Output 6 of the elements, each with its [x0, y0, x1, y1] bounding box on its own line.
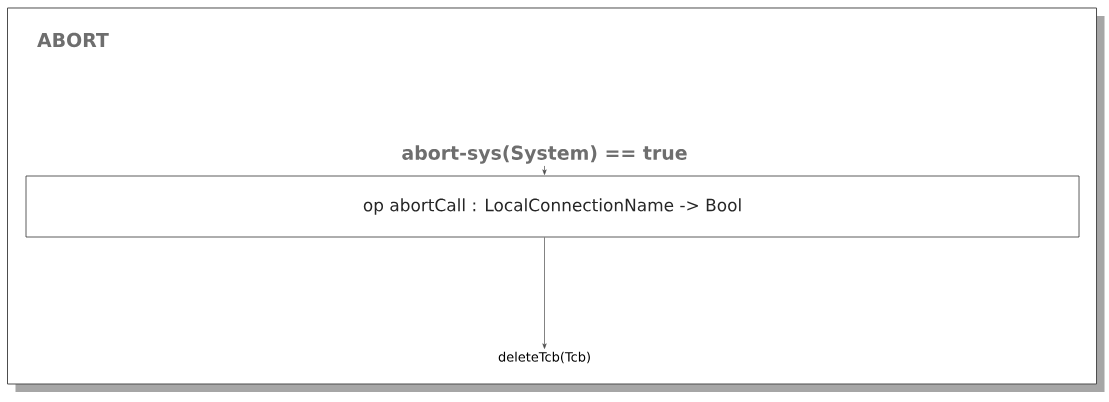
result-text: deleteTcb(Tcb) — [498, 351, 590, 364]
condition-text: abort-sys(System) == true — [402, 145, 687, 164]
arrow — [542, 165, 547, 175]
arrow — [542, 237, 547, 349]
operation-box: op abortCall : LocalConnectionName -> Bool — [25, 175, 1080, 238]
heading: ABORT — [37, 32, 109, 48]
